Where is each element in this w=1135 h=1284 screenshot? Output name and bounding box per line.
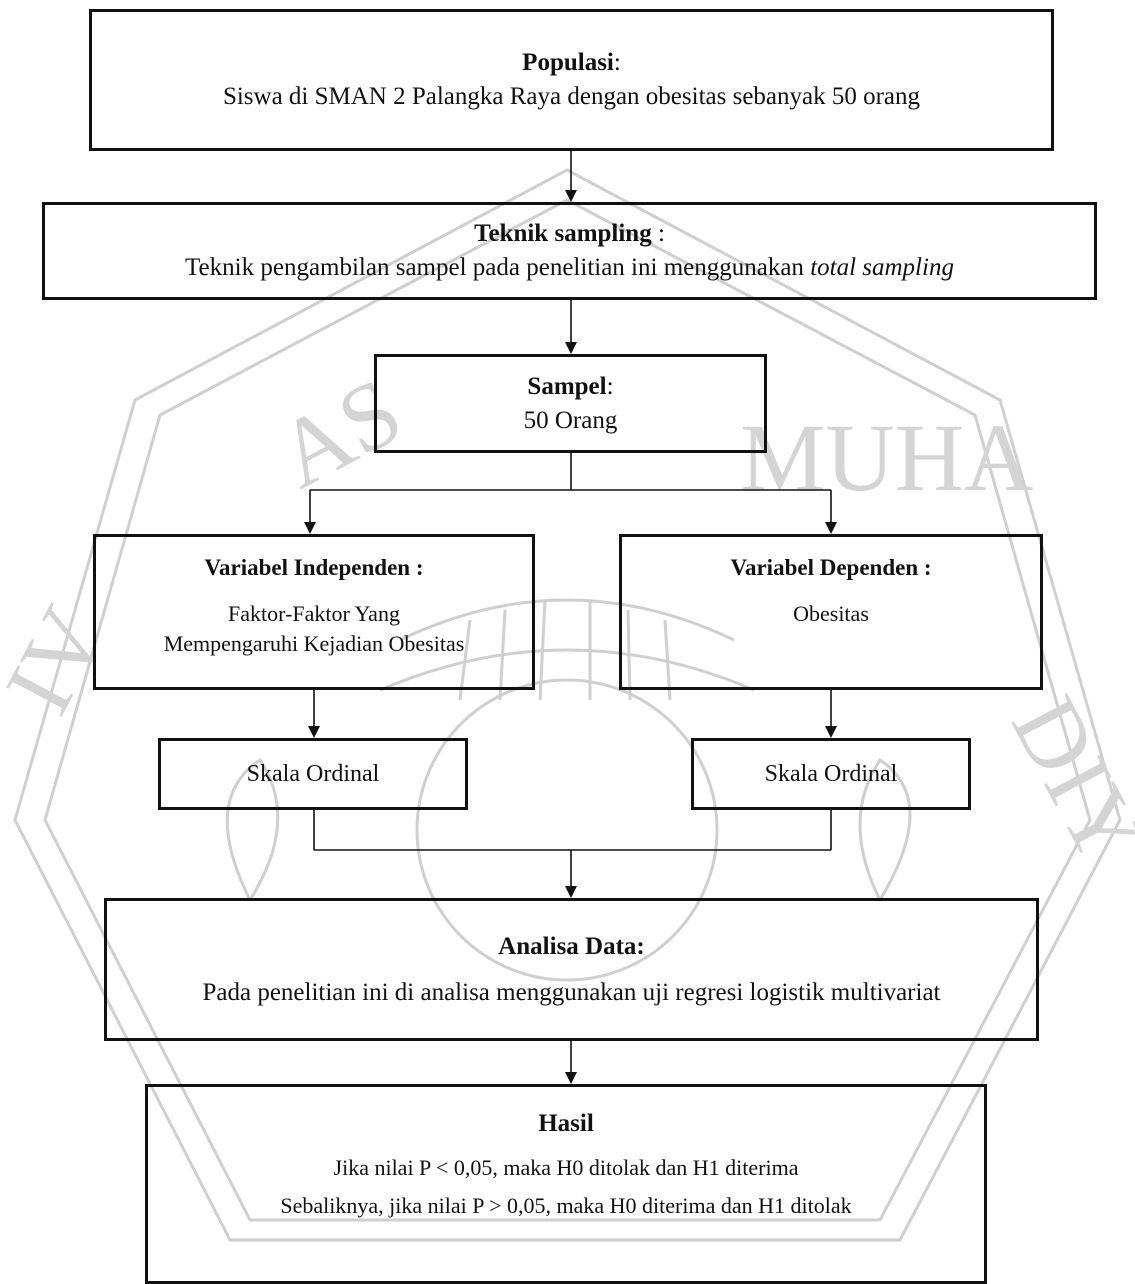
variabel-dependen-box: Variabel Dependen : Obesitas (619, 534, 1043, 690)
sampel-text: 50 Orang (523, 406, 618, 434)
svg-text:MUHA: MUHA (740, 404, 1033, 511)
variabel-dependen-text: Obesitas (793, 601, 869, 626)
sampel-box: Sampel: 50 Orang (374, 354, 767, 453)
variabel-independen-line2: Mempengaruhi Kejadian Obesitas (163, 631, 465, 656)
variabel-independen-title: Variabel Independen : (204, 555, 424, 580)
sampel-title: Sampel: (527, 372, 614, 400)
hasil-title: Hasil (538, 1110, 594, 1137)
hasil-box: Hasil Jika nilai P < 0,05, maka H0 ditol… (145, 1084, 987, 1284)
teknik-sampling-box: Teknik sampling : Teknik pengambilan sam… (42, 202, 1097, 300)
populasi-text: Siswa di SMAN 2 Palangka Raya dengan obe… (222, 83, 921, 110)
teknik-sampling-text: Teknik pengambilan sampel pada penelitia… (185, 254, 954, 281)
analisa-data-title: Analisa Data: (498, 932, 645, 960)
populasi-title: Populasi: (522, 49, 621, 76)
skala-ordinal-right-text: Skala Ordinal (764, 761, 898, 787)
populasi-box: Populasi: Siswa di SMAN 2 Palangka Raya … (89, 9, 1054, 151)
skala-ordinal-left-text: Skala Ordinal (246, 761, 380, 787)
variabel-dependen-title: Variabel Dependen : (730, 555, 932, 580)
hasil-line1: Jika nilai P < 0,05, maka H0 ditolak dan… (333, 1155, 799, 1180)
teknik-sampling-title: Teknik sampling : (474, 220, 665, 247)
skala-ordinal-left-box: Skala Ordinal (158, 738, 468, 810)
variabel-independen-box: Variabel Independen : Faktor-Faktor Yang… (93, 534, 535, 690)
hasil-line2: Sebaliknya, jika nilai P > 0,05, maka H0… (280, 1193, 852, 1218)
analisa-data-box: Analisa Data: Pada penelitian ini di ana… (104, 898, 1039, 1041)
variabel-independen-line1: Faktor-Faktor Yang (228, 601, 400, 626)
skala-ordinal-right-box: Skala Ordinal (691, 738, 971, 810)
analisa-data-text: Pada penelitian ini di analisa menggunak… (202, 978, 941, 1006)
